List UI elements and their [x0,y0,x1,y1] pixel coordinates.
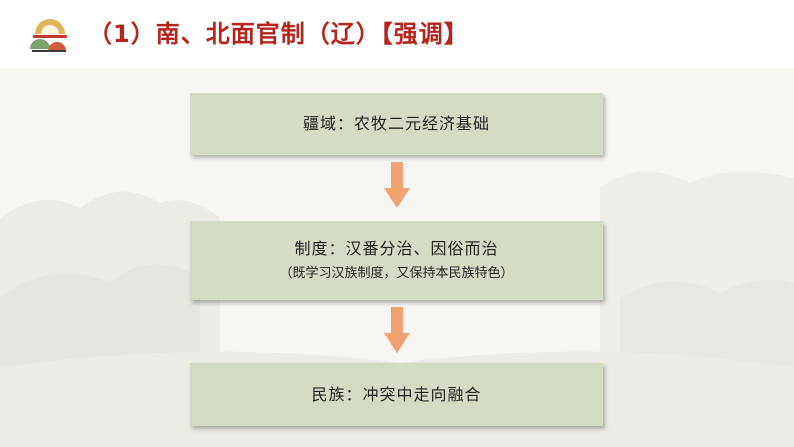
system-box: 制度：汉番分治、因俗而治 （既学习汉族制度，又保持本民族特色） [190,221,603,300]
page-title: （1）南、北面官制（辽）【强调】 [88,20,469,48]
territory-text: 疆域：农牧二元经济基础 [302,114,490,133]
system-subtext: （既学习汉族制度，又保持本民族特色） [279,265,514,281]
header-bar: （1）南、北面官制（辽）【强调】 [0,0,794,68]
folding-fan-icon [30,19,67,52]
ethnicity-box: 民族：冲突中走向融合 [190,363,603,426]
down-arrow-icon [384,307,410,353]
system-text: 制度：汉番分治、因俗而治 [294,238,499,258]
landscape-background [0,171,794,447]
territory-box: 疆域：农牧二元经济基础 [190,93,603,155]
down-arrow-icon [384,162,410,208]
ethnicity-text: 民族：冲突中走向融合 [311,384,482,404]
